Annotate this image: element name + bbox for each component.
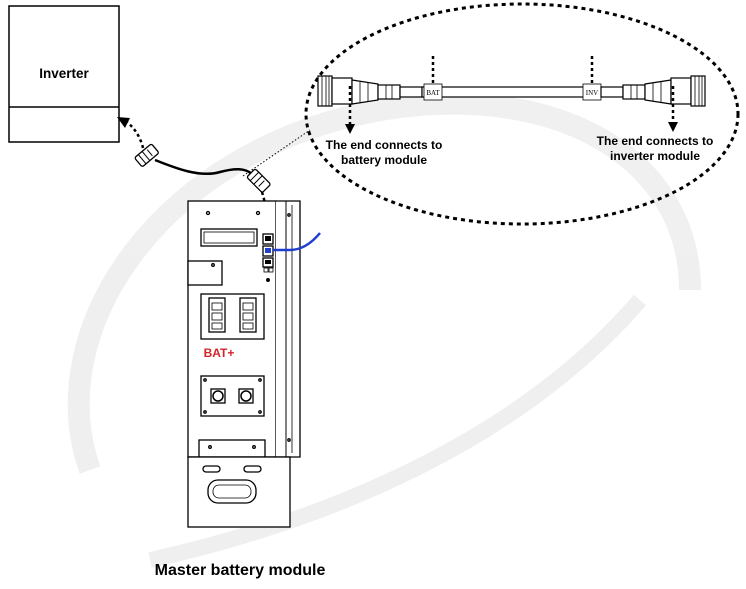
battery-end-connector bbox=[317, 75, 423, 107]
bat-tag-text: BAT bbox=[426, 89, 440, 97]
inverter-connection-arrow bbox=[117, 117, 145, 149]
battery-module-caption: Master battery module bbox=[155, 562, 326, 579]
access-panel bbox=[187, 260, 223, 286]
bat-tag bbox=[423, 83, 443, 101]
background-watermark bbox=[67, 92, 701, 568]
inverter-end-connector bbox=[600, 75, 706, 107]
battery-side-plug bbox=[246, 168, 271, 193]
battery-end-note-line1: The end connects to bbox=[326, 138, 443, 152]
battery-end-note-line2: battery module bbox=[341, 153, 427, 167]
cable-body bbox=[421, 86, 591, 98]
zoom-leader-line bbox=[242, 129, 311, 177]
inverter-side-plug bbox=[134, 143, 159, 167]
cable-detail-callout: BAT INV The end connects to ba bbox=[304, 2, 740, 226]
bat-plus-label: BAT+ bbox=[204, 346, 235, 360]
inverter-label: Inverter bbox=[39, 66, 89, 81]
battery-module bbox=[187, 200, 301, 528]
inverter-end-note-line1: The end connects to bbox=[597, 134, 714, 148]
inverter-box: Inverter bbox=[8, 5, 120, 143]
inverter-end-note-line2: inverter module bbox=[610, 149, 700, 163]
highlight-cable bbox=[273, 232, 321, 252]
inv-tag-text: INV bbox=[586, 89, 598, 97]
